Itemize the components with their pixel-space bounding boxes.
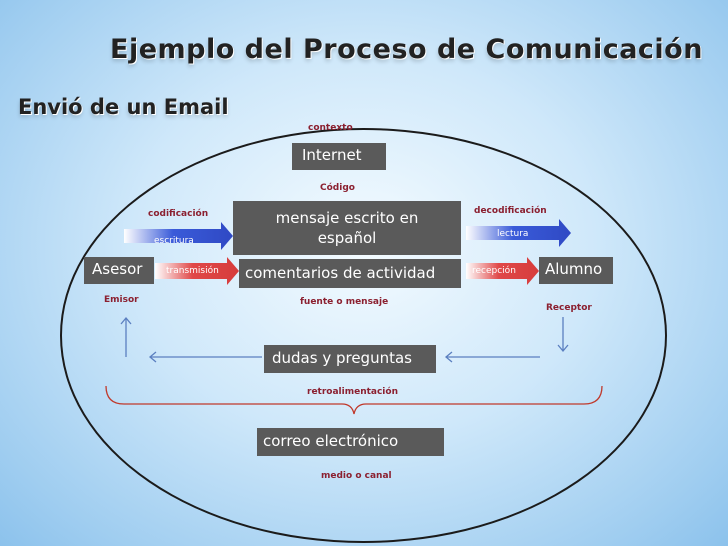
sender-up-arrow	[120, 316, 132, 357]
feedback-bracket	[105, 385, 603, 415]
message-box: mensaje escrito en español	[233, 201, 461, 255]
source-box: comentarios de actividad	[239, 259, 461, 288]
receiver-box: Alumno	[539, 257, 613, 284]
medium-label: medio o canal	[321, 471, 392, 481]
decoding-label: decodificación	[474, 206, 547, 216]
page-subtitle: Envió de un Email	[18, 95, 229, 119]
receiver-down-arrow	[557, 317, 569, 353]
message-box-line2: español	[317, 228, 377, 247]
source-label: fuente o mensaje	[300, 297, 389, 307]
sender-box: Asesor	[84, 257, 154, 284]
context-label: contexto	[308, 123, 353, 133]
context-box: Internet	[292, 143, 386, 170]
writing-arrow	[124, 222, 233, 250]
transmission-arrow-label: transmisión	[166, 266, 219, 276]
sender-label: Emisor	[104, 295, 139, 305]
transmission-arrow	[155, 257, 239, 285]
reception-arrow	[466, 257, 539, 285]
message-box-line1: mensaje escrito en	[275, 209, 419, 227]
page-title: Ejemplo del Proceso de Comunicación	[110, 34, 703, 65]
medium-box: correo electrónico	[257, 428, 444, 456]
receiver-label: Receptor	[546, 303, 592, 313]
writing-arrow-label: escritura	[154, 236, 194, 246]
reading-arrow-label: lectura	[497, 229, 529, 239]
feedback-box: dudas y preguntas	[264, 345, 436, 373]
process-ellipse	[60, 128, 667, 543]
code-label: Código	[320, 183, 355, 193]
reading-arrow	[466, 219, 571, 247]
feedback-left-arrow-right	[444, 351, 540, 363]
reception-arrow-label: recepción	[472, 266, 516, 276]
encoding-label: codificación	[148, 209, 209, 219]
feedback-left-arrow-left	[148, 351, 262, 363]
feedback-label: retroalimentación	[307, 387, 398, 397]
